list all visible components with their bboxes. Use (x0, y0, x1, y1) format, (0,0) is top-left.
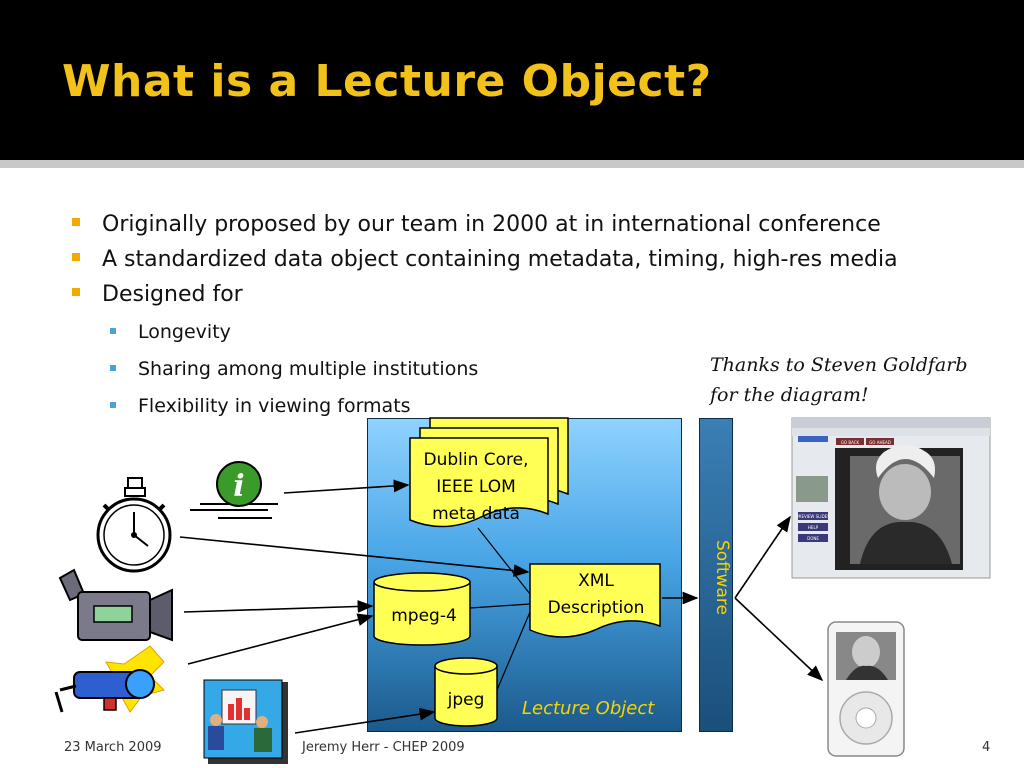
sub-bullet-longevity: Longevity (110, 321, 231, 343)
software-label: Software (712, 539, 732, 615)
mpeg-cylinder-icon (373, 572, 471, 646)
sub-bullet-sharing: Sharing among multiple institutions (110, 358, 478, 380)
software-bar (699, 418, 733, 732)
svg-text:GO AHEAD: GO AHEAD (869, 440, 891, 445)
svg-text:PREVIEW SLIDES: PREVIEW SLIDES (796, 514, 830, 519)
flow-arrows (179, 479, 824, 734)
sub-bullet-flexibility: Flexibility in viewing formats (110, 395, 411, 417)
title-bar (0, 0, 1024, 160)
lecture-viewer-screenshot: GO BACK GO AHEAD PREVIEW SLIDES HELP DON… (791, 417, 991, 579)
internal-links (469, 527, 531, 691)
bullet-proposed: Originally proposed by our team in 2000 … (72, 212, 881, 237)
diagram-credit: Thanks to Steven Goldfarb for the diagra… (710, 354, 968, 406)
bullet-standardized: A standardized data object containing me… (72, 247, 898, 272)
xml-document-icon (529, 563, 661, 638)
svg-text:i: i (233, 469, 244, 504)
bullet-marker (72, 253, 80, 261)
footer-page-number: 4 (982, 740, 991, 755)
bullet-marker (72, 288, 80, 296)
stopwatch-icon (96, 477, 172, 573)
media-player-device (827, 621, 905, 757)
sub-bullet-marker (110, 327, 116, 334)
metadata-label: Dublin Core, IEEE LOM meta data (423, 450, 529, 524)
bullet-marker (72, 218, 80, 226)
lecture-object-label: Lecture Object (522, 698, 655, 719)
sub-bullet-marker (110, 364, 116, 371)
bullet-designed-for: Designed for (72, 282, 243, 307)
metadata-documents-icon (409, 417, 569, 528)
slide-title: What is a Lecture Object? (62, 56, 712, 107)
title-divider (0, 160, 1024, 168)
info-icon: i (190, 461, 278, 519)
svg-text:DONE: DONE (807, 536, 819, 541)
mpeg-label: mpeg-4 (391, 606, 457, 626)
projector-icon (54, 645, 165, 713)
camcorder-icon (58, 568, 173, 642)
svg-text:GO BACK: GO BACK (841, 440, 860, 445)
svg-text:HELP: HELP (808, 525, 819, 530)
footer-date: 23 March 2009 (64, 740, 162, 755)
footer-author: Jeremy Herr - CHEP 2009 (302, 740, 465, 755)
presentation-image (203, 679, 288, 764)
xml-description-label: XML Description (547, 571, 645, 618)
jpeg-cylinder-icon (434, 657, 498, 727)
sub-bullet-marker (110, 401, 116, 408)
jpeg-label: jpeg (447, 690, 485, 710)
